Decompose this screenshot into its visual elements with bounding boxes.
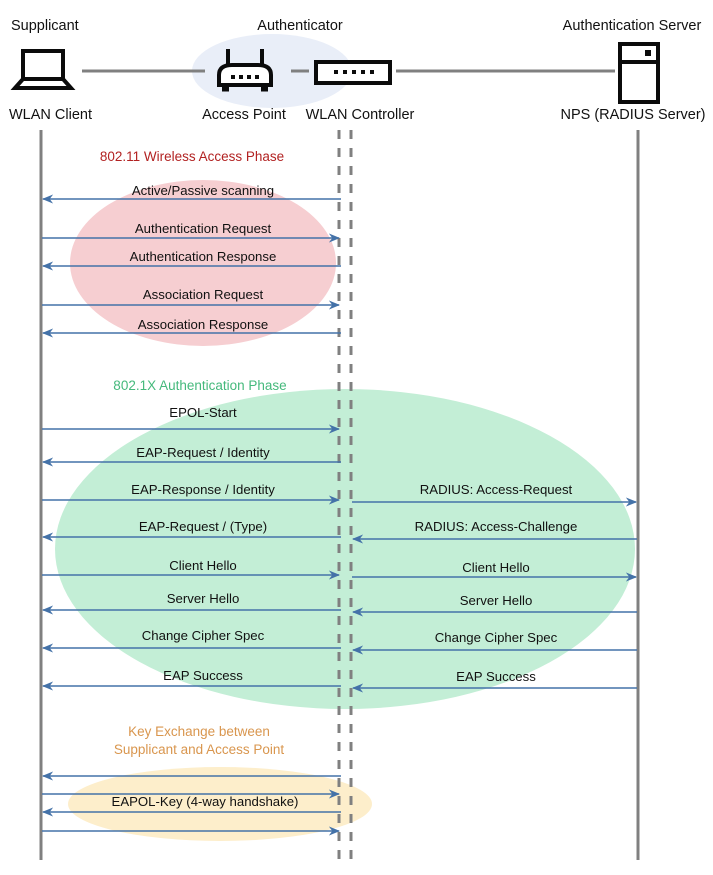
phase-ellipse-wireless-access xyxy=(70,180,336,346)
access-point-icon xyxy=(217,49,273,92)
laptop-icon xyxy=(10,49,76,90)
server-icon xyxy=(618,42,660,104)
phase-ellipse-key-exchange xyxy=(68,767,372,841)
phase-ellipse-dot1x xyxy=(55,389,635,709)
wlan-controller-icon xyxy=(314,60,392,85)
